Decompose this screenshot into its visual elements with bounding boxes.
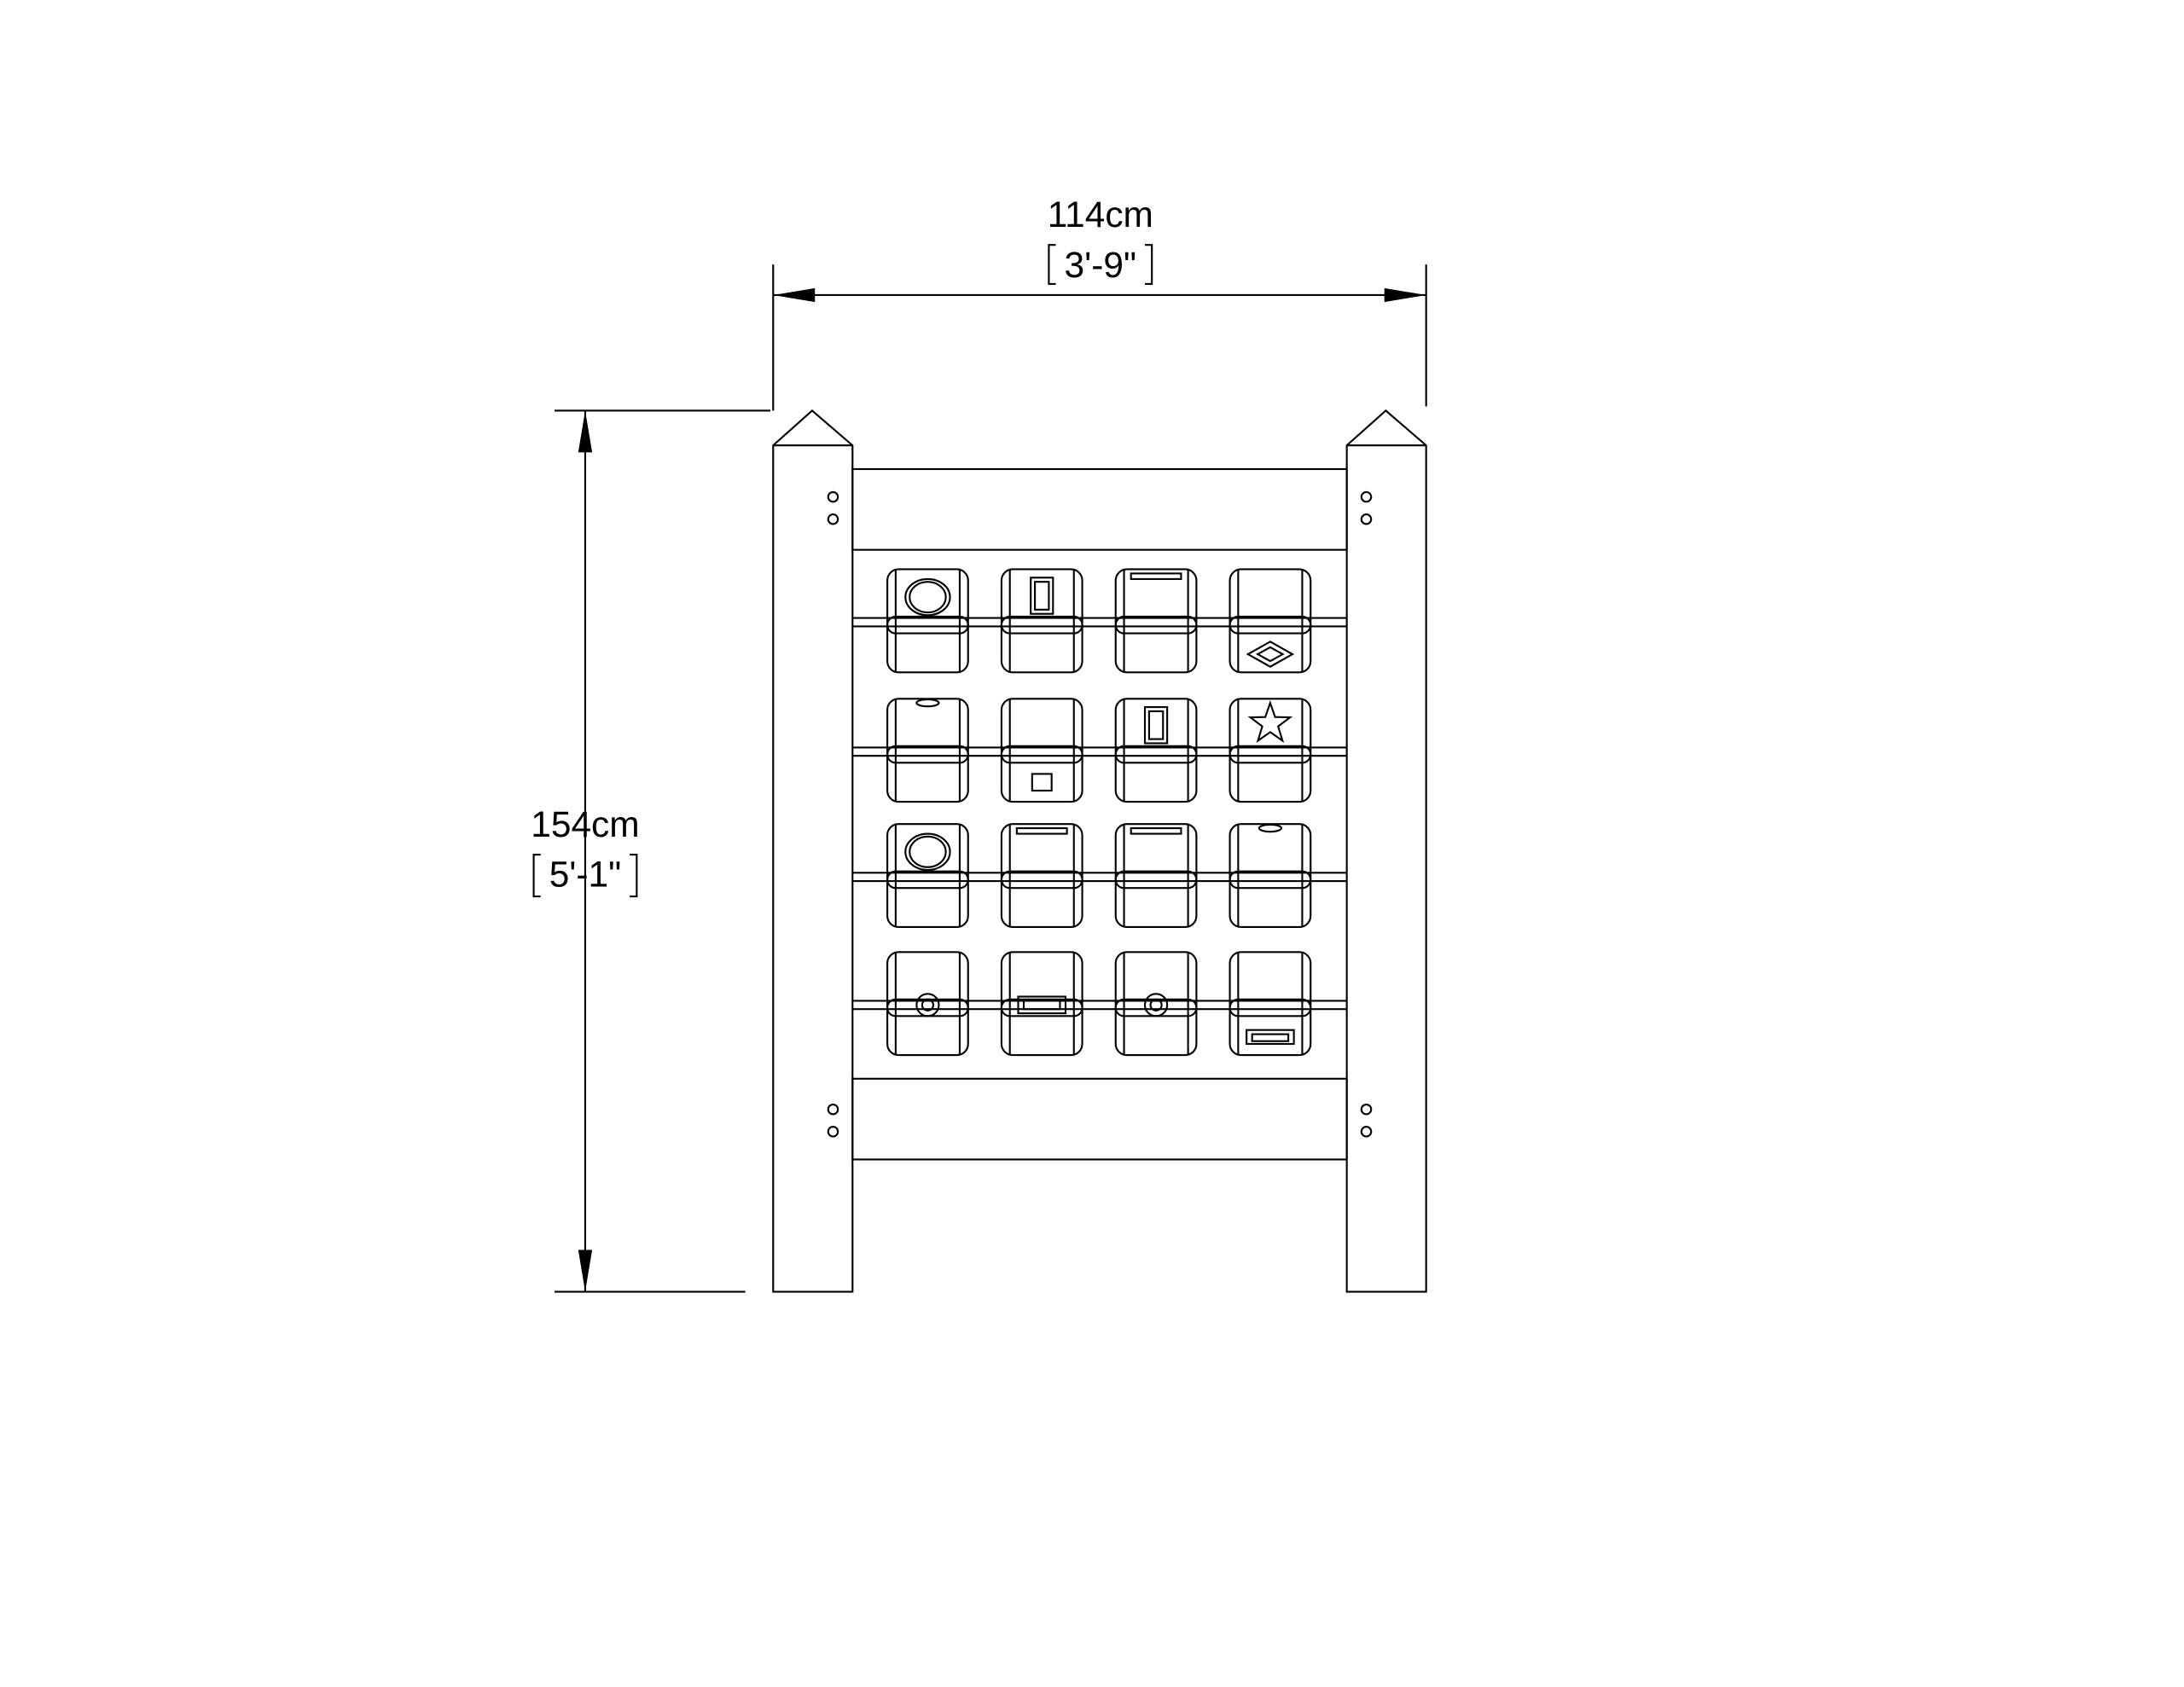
block-body (886, 823, 969, 928)
bolt-hole-icon (827, 490, 839, 503)
block-body (1114, 568, 1198, 674)
block-body (1114, 951, 1198, 1057)
bolt-hole-icon (1360, 513, 1373, 525)
block (1228, 823, 1312, 928)
block (1000, 568, 1083, 674)
block-band (1000, 745, 1083, 764)
block-band (1228, 615, 1312, 635)
bottom-rail (851, 1077, 1348, 1161)
bolt-holes (827, 490, 1373, 1138)
height-dimension: 154cm 5'-1" (531, 409, 771, 1293)
horizontal-slot-icon (1017, 995, 1067, 1015)
bolt-hole-icon (1360, 1126, 1373, 1138)
block-body (1000, 698, 1083, 803)
circle-icon (904, 577, 951, 617)
star-icon (1247, 699, 1293, 744)
block-band (1000, 615, 1083, 635)
block-body (1114, 698, 1198, 803)
bolt-hole-icon (827, 1103, 839, 1116)
diamond-icon (1246, 641, 1295, 668)
block-band (1228, 998, 1312, 1017)
bolt-hole-icon (827, 1126, 839, 1138)
block-body (1000, 951, 1083, 1057)
small-square-icon (1031, 773, 1053, 792)
height-imperial-label: 5'-1" (549, 855, 621, 895)
arrowhead-down-icon (578, 1249, 593, 1292)
block-body (1114, 823, 1198, 928)
width-imperial-label: 3'-9" (1065, 245, 1136, 285)
block-band (1114, 745, 1198, 764)
ring-icon (1143, 993, 1169, 1017)
block (1000, 823, 1083, 928)
rods (852, 617, 1347, 1011)
block-body (886, 568, 969, 674)
right-post (1345, 409, 1427, 1293)
block-body (886, 698, 969, 803)
block-band (886, 870, 969, 890)
block-band (1000, 870, 1083, 890)
horizontal-slot-low-icon (1246, 1029, 1295, 1046)
block (886, 823, 969, 928)
block (1228, 568, 1312, 674)
block-body (1228, 568, 1312, 674)
block-band (1114, 615, 1198, 635)
bolt-hole-icon (827, 513, 839, 525)
top-button-icon (915, 699, 940, 708)
width-dimension: 114cm 3'-9" (772, 194, 1427, 411)
arrowhead-up-icon (578, 410, 593, 453)
block-body (1000, 568, 1083, 674)
bolt-hole-icon (1360, 490, 1373, 503)
vertical-slot-icon (1143, 706, 1169, 745)
ring-icon (915, 993, 940, 1017)
block-band (1228, 870, 1312, 890)
top-groove-icon (1015, 826, 1068, 835)
block-body (886, 951, 969, 1057)
width-metric-label: 114cm (1048, 194, 1153, 235)
top-rail (851, 467, 1348, 551)
block-band (886, 615, 969, 635)
height-metric-label: 154cm (531, 804, 639, 844)
circle-icon (904, 832, 951, 872)
arrowhead-right-icon (1384, 287, 1426, 303)
block-body (1228, 951, 1312, 1057)
block-band (886, 745, 969, 764)
block (886, 951, 969, 1057)
block (1114, 951, 1198, 1057)
block-band (1114, 870, 1198, 890)
left-post (772, 409, 854, 1293)
top-button-icon (1258, 823, 1283, 833)
block-band (1228, 745, 1312, 764)
block (1000, 698, 1083, 803)
block (1114, 823, 1198, 928)
block-band (1000, 998, 1083, 1017)
top-groove-icon (1130, 572, 1182, 580)
block (1114, 698, 1198, 803)
block-band (886, 998, 969, 1017)
block (1114, 568, 1198, 674)
bolt-hole-icon (1360, 1103, 1373, 1116)
blocks-grid (886, 568, 1312, 1057)
vertical-slot-icon (1030, 577, 1054, 615)
block (1228, 698, 1312, 803)
block-body (1228, 698, 1312, 803)
block-body (1228, 823, 1312, 928)
arrowhead-left-icon (773, 287, 816, 303)
block-body (1000, 823, 1083, 928)
block (886, 568, 969, 674)
top-groove-icon (1130, 826, 1182, 835)
block (886, 698, 969, 803)
block (1000, 951, 1083, 1057)
block-band (1114, 998, 1198, 1017)
block (1228, 951, 1312, 1057)
